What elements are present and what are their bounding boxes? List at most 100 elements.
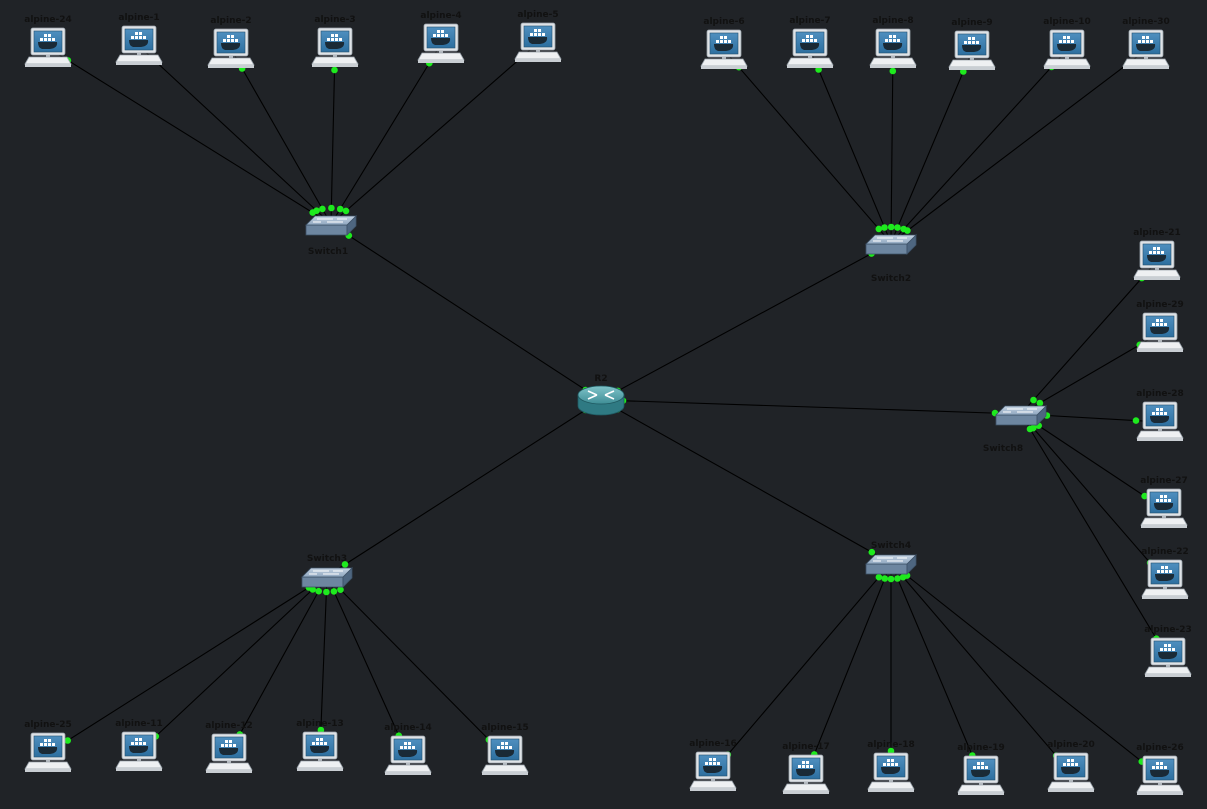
port-status-indicator (328, 204, 335, 212)
link-switch8-alpine-27[interactable] (1020, 413, 1165, 510)
docker-host-icon (1141, 559, 1189, 599)
link-switch8-alpine-23[interactable] (1020, 413, 1169, 659)
link-switch2-alpine-7[interactable] (809, 48, 892, 244)
node-label: alpine-26 (1136, 743, 1183, 753)
port-status-indicator (1026, 425, 1034, 433)
port-status-indicator (887, 575, 895, 583)
host-alpine-11[interactable]: alpine-11 (115, 719, 163, 771)
link-switch4-alpine-19[interactable] (890, 562, 982, 777)
link-switch4-alpine-26[interactable] (890, 562, 1161, 777)
link-switch1-alpine-1[interactable] (138, 45, 332, 225)
port-status-indicator (336, 205, 344, 213)
host-alpine-9[interactable]: alpine-9 (948, 18, 996, 70)
docker-host-icon (205, 733, 253, 773)
link-switch1-alpine-4[interactable] (330, 43, 442, 225)
host-alpine-1[interactable]: alpine-1 (115, 13, 163, 65)
link-router-switch3[interactable] (326, 399, 602, 577)
link-switch1-alpine-5[interactable] (330, 42, 539, 225)
host-alpine-14[interactable]: alpine-14 (384, 723, 432, 775)
switch-switch1[interactable]: Switch1 (305, 215, 357, 257)
host-alpine-13[interactable]: alpine-13 (296, 719, 344, 771)
host-alpine-3[interactable]: alpine-3 (311, 15, 359, 67)
node-label: alpine-29 (1136, 300, 1183, 310)
link-switch1-alpine-24[interactable] (47, 47, 332, 225)
link-switch2-alpine-8[interactable] (890, 48, 894, 244)
docker-host-icon (1133, 240, 1181, 280)
docker-host-icon (786, 28, 834, 68)
link-switch8-alpine-22[interactable] (1020, 413, 1166, 581)
link-switch4-alpine-20[interactable] (890, 562, 1072, 774)
host-alpine-25[interactable]: alpine-25 (24, 720, 72, 772)
link-switch3-alpine-25[interactable] (47, 575, 328, 754)
link-switch3-alpine-11[interactable] (138, 575, 328, 753)
link-router-switch8[interactable] (600, 399, 1022, 415)
link-switch4-alpine-17[interactable] (805, 562, 892, 776)
switch-switch3[interactable]: Switch3 (301, 554, 353, 588)
link-switch4-alpine-16[interactable] (712, 562, 892, 773)
host-alpine-27[interactable]: alpine-27 (1140, 476, 1188, 528)
link-switch3-alpine-13[interactable] (319, 575, 328, 753)
link-switch1-alpine-2[interactable] (230, 48, 332, 225)
host-alpine-7[interactable]: alpine-7 (786, 16, 834, 68)
host-alpine-21[interactable]: alpine-21 (1133, 228, 1181, 280)
host-alpine-22[interactable]: alpine-22 (1141, 547, 1189, 599)
host-alpine-19[interactable]: alpine-19 (957, 743, 1005, 795)
host-alpine-18[interactable]: alpine-18 (867, 740, 915, 792)
host-alpine-5[interactable]: alpine-5 (514, 10, 562, 62)
node-label: alpine-10 (1043, 17, 1090, 27)
link-switch3-alpine-14[interactable] (326, 575, 409, 757)
link-switch3-alpine-12[interactable] (228, 575, 328, 755)
host-alpine-26[interactable]: alpine-26 (1136, 743, 1184, 795)
link-switch8-alpine-21[interactable] (1020, 260, 1158, 415)
docker-host-icon (948, 30, 996, 70)
node-label: alpine-25 (24, 720, 71, 730)
switch-switch8[interactable]: Switch8 (983, 405, 1047, 454)
node-label: alpine-27 (1140, 476, 1187, 486)
router-r2[interactable]: R2 (577, 374, 625, 416)
host-alpine-17[interactable]: alpine-17 (782, 742, 830, 794)
node-label: alpine-22 (1141, 547, 1188, 557)
host-alpine-29[interactable]: alpine-29 (1136, 300, 1184, 352)
node-label: alpine-21 (1133, 228, 1180, 238)
host-alpine-16[interactable]: alpine-16 (689, 739, 737, 791)
host-alpine-20[interactable]: alpine-20 (1047, 740, 1095, 792)
link-router-switch4[interactable] (600, 399, 892, 564)
link-switch2-alpine-10[interactable] (890, 49, 1068, 244)
port-status-indicator (1036, 399, 1044, 407)
link-switch8-alpine-29[interactable] (1020, 332, 1161, 415)
node-label: alpine-3 (314, 15, 355, 25)
port-status-indicator (1132, 417, 1140, 424)
docker-host-icon (24, 27, 72, 67)
link-switch1-alpine-3[interactable] (330, 47, 336, 225)
switch-switch2[interactable]: Switch2 (865, 234, 917, 284)
link-router-switch1[interactable] (330, 223, 602, 401)
host-alpine-6[interactable]: alpine-6 (700, 17, 748, 69)
docker-host-icon (24, 732, 72, 772)
host-alpine-15[interactable]: alpine-15 (481, 723, 529, 775)
docker-host-icon (481, 735, 529, 775)
host-alpine-4[interactable]: alpine-4 (417, 11, 465, 63)
docker-host-icon (115, 731, 163, 771)
link-switch3-alpine-15[interactable] (326, 575, 506, 757)
node-label: alpine-23 (1144, 625, 1191, 635)
link-switch2-alpine-9[interactable] (890, 50, 973, 244)
port-status-indicator (875, 225, 883, 233)
host-alpine-8[interactable]: alpine-8 (869, 16, 917, 68)
docker-host-icon (689, 751, 737, 791)
host-alpine-28[interactable]: alpine-28 (1136, 389, 1184, 441)
host-alpine-30[interactable]: alpine-30 (1122, 17, 1170, 69)
link-router-switch2[interactable] (600, 242, 892, 401)
host-alpine-23[interactable]: alpine-23 (1144, 625, 1192, 677)
host-alpine-10[interactable]: alpine-10 (1043, 17, 1091, 69)
switch-switch4[interactable]: Switch4 (865, 541, 917, 575)
switch-icon (301, 567, 353, 588)
router-icon (577, 385, 625, 416)
host-alpine-2[interactable]: alpine-2 (207, 16, 255, 68)
link-switch2-alpine-30[interactable] (890, 49, 1147, 244)
host-alpine-12[interactable]: alpine-12 (205, 721, 253, 773)
link-switch2-alpine-6[interactable] (723, 49, 892, 244)
host-alpine-24[interactable]: alpine-24 (24, 15, 72, 67)
node-label: alpine-18 (867, 740, 914, 750)
